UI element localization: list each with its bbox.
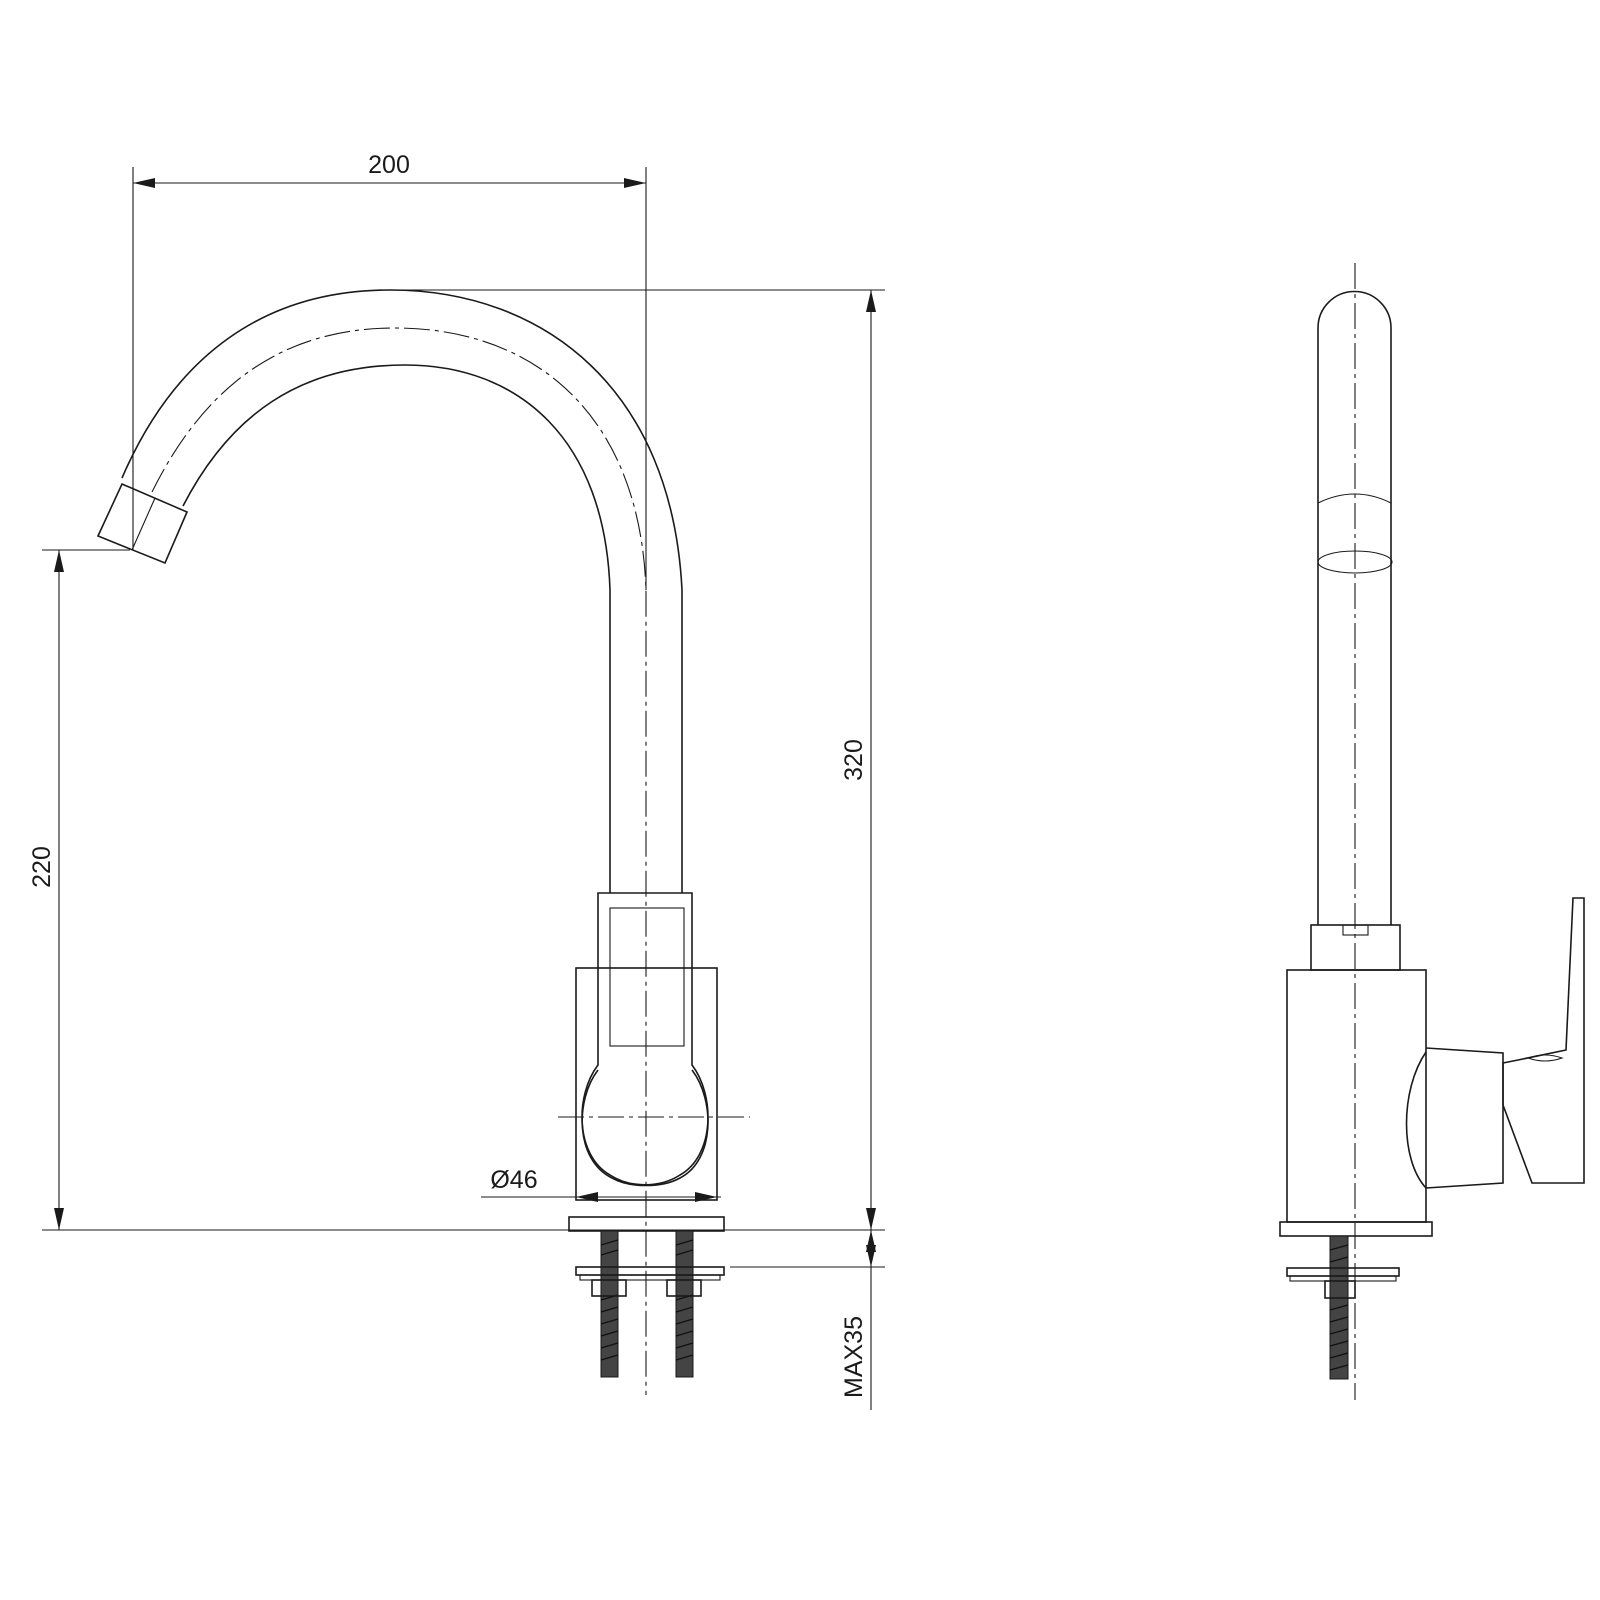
- base-plate-front: [568, 1216, 725, 1232]
- handle-lever-inset: [609, 907, 685, 1047]
- side-nut: [1324, 1280, 1356, 1299]
- side-view: [1279, 263, 1585, 1400]
- aerator-split-line: [131, 497, 156, 551]
- base-diameter-label: Ø46: [490, 1166, 537, 1194]
- front-view: 200 320 220 Ø46: [28, 151, 885, 1410]
- faucet-body-front: [575, 967, 718, 1201]
- nut-right: [666, 1279, 702, 1297]
- spout-reach-label: 200: [368, 151, 410, 179]
- spout-outer-curve: [121, 289, 683, 893]
- total-height-label: 320: [840, 739, 868, 781]
- cartridge-circle: [581, 1069, 709, 1187]
- side-lever-pivot: [1526, 1054, 1564, 1062]
- side-spout-tube: [1317, 290, 1392, 925]
- dimension-spout-height: 220: [28, 549, 885, 1231]
- spout-centerline: [151, 327, 647, 1395]
- side-collar-ellipse: [1317, 550, 1393, 574]
- side-handle-housing: [1425, 1047, 1504, 1189]
- aerator-nozzle: [96, 482, 189, 565]
- nut-left: [591, 1279, 627, 1297]
- dimension-max-thickness: MAX35: [730, 1230, 885, 1410]
- washer-lower-front: [579, 1274, 721, 1281]
- side-collar-top: [1317, 493, 1392, 504]
- side-handle-lever: [1502, 897, 1585, 1184]
- side-base-plate: [1279, 1221, 1433, 1237]
- side-cartridge-bulge: [1405, 1051, 1427, 1189]
- spout-inner-curve: [182, 364, 611, 893]
- dimension-spout-reach: 200: [132, 151, 647, 590]
- dimension-total-height: 320: [390, 289, 885, 1230]
- dimension-base-diameter: Ø46: [481, 1166, 721, 1202]
- mounting-studs-front: [575, 1230, 725, 1378]
- side-body: [1286, 969, 1427, 1223]
- max-thickness-label: MAX35: [840, 1316, 868, 1398]
- washer-plate-front: [575, 1266, 725, 1276]
- spout-height-label: 220: [28, 846, 56, 888]
- handle-lever-front: [581, 892, 709, 1186]
- side-neck-notch: [1342, 924, 1369, 936]
